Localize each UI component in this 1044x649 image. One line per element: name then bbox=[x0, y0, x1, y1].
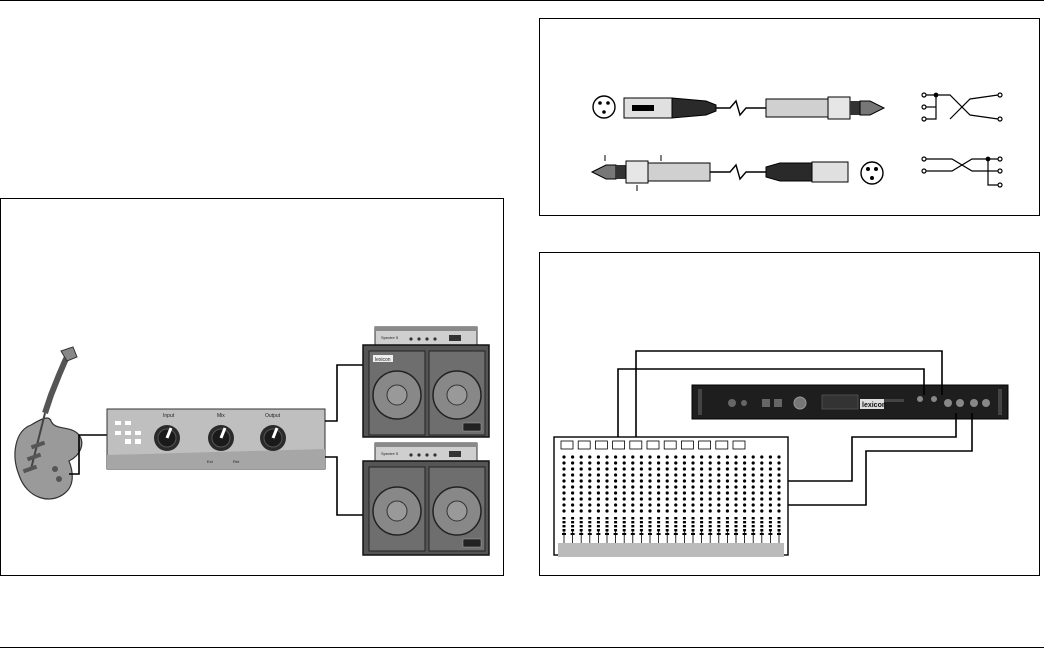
mixer-channel-strip bbox=[646, 440, 660, 543]
mix-knob-icon bbox=[208, 425, 234, 451]
mixer-setup-panel: lexicon bbox=[539, 252, 1040, 576]
mix-knob-label: Mix bbox=[217, 413, 225, 419]
mixer-channel-strip bbox=[587, 455, 592, 543]
mixing-console bbox=[553, 436, 789, 557]
mixer-channel-strip bbox=[725, 455, 730, 543]
mixer-channel-strip bbox=[595, 440, 608, 543]
mixer-channel-strip bbox=[673, 455, 678, 543]
mixer-channel-strip bbox=[639, 455, 644, 543]
mixer-channel-strip bbox=[759, 455, 764, 543]
mixer-channel-strip bbox=[656, 455, 661, 543]
trs-to-xlr-cable bbox=[590, 155, 884, 191]
cable-wiring-diagram bbox=[590, 92, 1003, 191]
mixer-channel-strip bbox=[751, 455, 756, 543]
guitar-setup-panel: Input Mix Output Ext Ret Spectre 5 bbox=[0, 198, 504, 576]
top-rule bbox=[0, 0, 1044, 1]
effects-processor: Input Mix Output Ext Ret bbox=[106, 408, 326, 470]
mixer-channel-strip bbox=[605, 455, 609, 543]
mixer-channel-strip bbox=[663, 440, 677, 543]
amp-head-top: Spectre 5 bbox=[374, 326, 478, 346]
mixer-channel-strip bbox=[708, 455, 713, 543]
amp-head-top-label: Spectre 5 bbox=[381, 335, 399, 340]
output-knob-icon bbox=[260, 425, 286, 451]
rack-unit-logo: lexicon bbox=[862, 402, 886, 409]
guitar-setup-diagram: Input Mix Output Ext Ret Spectre 5 bbox=[14, 326, 490, 556]
mixer-channel-strip bbox=[777, 455, 781, 543]
mixer-channel-strip bbox=[732, 440, 746, 543]
mixer-channel-strip bbox=[742, 455, 747, 543]
speaker-cabinet-bottom bbox=[362, 460, 490, 556]
electric-guitar-icon bbox=[14, 346, 83, 500]
mixer-channel-strip bbox=[577, 440, 591, 543]
ret-label: Ret bbox=[233, 459, 240, 464]
speaker-cabinet-top: lexicon bbox=[362, 344, 490, 438]
amp-top-logo: lexicon bbox=[375, 357, 391, 363]
input-knob-icon bbox=[154, 425, 180, 451]
amp-head-bottom-label: Spectre 5 bbox=[381, 451, 399, 456]
mixer-channel-strip bbox=[622, 455, 627, 543]
mixer-channel-strip bbox=[715, 440, 729, 543]
mixer-channel-strip bbox=[560, 440, 574, 543]
mixer-channel-strip bbox=[691, 455, 695, 543]
mixer-setup-diagram: lexicon bbox=[553, 350, 1009, 557]
schematic-bottom bbox=[921, 156, 1003, 188]
mixer-channel-strip bbox=[629, 440, 643, 543]
mixer-channel-strip bbox=[680, 440, 694, 543]
patch-cables bbox=[617, 350, 973, 506]
lexicon-rack-unit: lexicon bbox=[691, 384, 1009, 420]
amp-head-bottom: Spectre 5 bbox=[374, 442, 478, 462]
mixer-channel-strip bbox=[768, 455, 773, 543]
schematic-top bbox=[921, 92, 1003, 122]
mixer-channel-strip bbox=[570, 455, 575, 543]
input-knob-label: Input bbox=[163, 413, 175, 419]
bottom-rule bbox=[0, 647, 1044, 648]
output-knob-label: Output bbox=[265, 413, 281, 419]
mixer-channel-strip bbox=[698, 440, 712, 543]
xlr-to-trs-cable bbox=[592, 95, 886, 120]
mixer-channel-strip bbox=[612, 440, 625, 543]
cable-wiring-panel bbox=[539, 18, 1040, 216]
ext-label: Ext bbox=[207, 459, 214, 464]
